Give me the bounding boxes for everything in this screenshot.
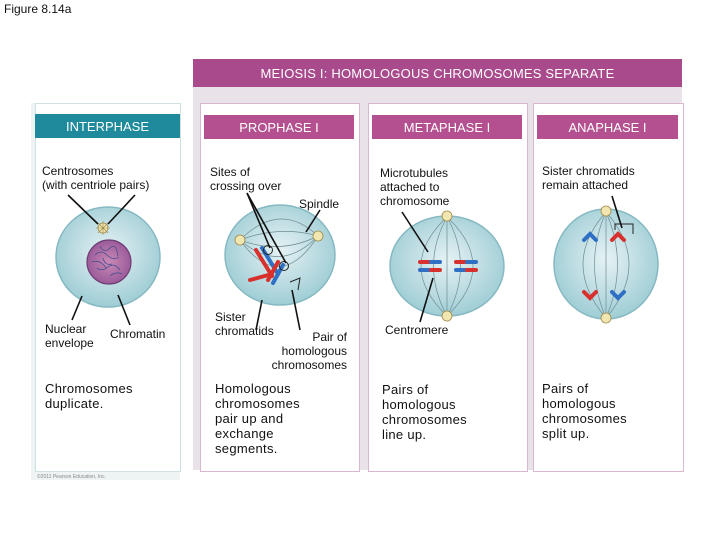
centrosome-icon bbox=[442, 311, 452, 321]
interphase-cell bbox=[56, 207, 160, 307]
anaphase-cell bbox=[554, 206, 658, 323]
prophase-cell bbox=[225, 205, 335, 305]
copyright: ©2011 Pearson Education, Inc. bbox=[37, 474, 106, 480]
nucleus bbox=[87, 240, 131, 284]
centrosome-icon bbox=[313, 231, 323, 241]
label-chromatin: Chromatin bbox=[110, 327, 165, 341]
centrosome-icon bbox=[601, 206, 611, 216]
label-spindle: Spindle bbox=[299, 197, 339, 211]
interphase-caption: Chromosomes duplicate. bbox=[45, 381, 133, 411]
label-sister-attached: Sister chromatids remain attached bbox=[542, 164, 635, 192]
label-crossing-over: Sites of crossing over bbox=[210, 165, 281, 193]
centrosome-icon bbox=[235, 235, 245, 245]
label-microtubules: Microtubules attached to chromosome bbox=[380, 166, 449, 208]
label-centrosomes: Centrosomes (with centriole pairs) bbox=[42, 164, 149, 192]
prophase-caption: Homologous chromosomes pair up and excha… bbox=[215, 381, 300, 456]
label-centromere: Centromere bbox=[385, 323, 448, 337]
anaphase-caption: Pairs of homologous chromosomes split up… bbox=[542, 381, 627, 441]
label-pair-homologous: Pair of homologous chromosomes bbox=[258, 330, 347, 372]
label-nuclear-envelope: Nuclear envelope bbox=[45, 322, 94, 350]
centrosome-icon bbox=[442, 211, 452, 221]
metaphase-cell bbox=[390, 211, 504, 321]
metaphase-caption: Pairs of homologous chromosomes line up. bbox=[382, 382, 467, 442]
centrosome-icon bbox=[601, 313, 611, 323]
